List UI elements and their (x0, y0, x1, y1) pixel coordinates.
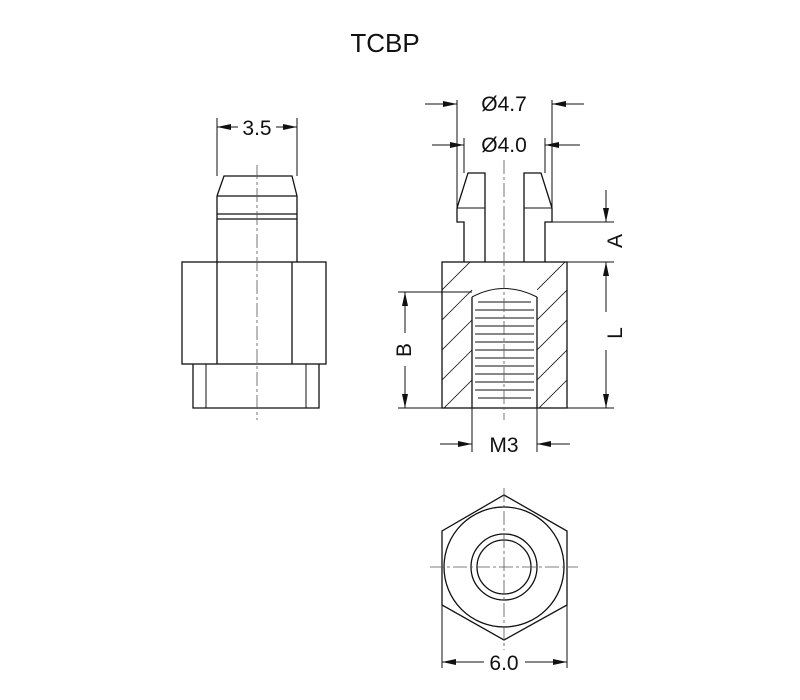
dimension-l-label: L (604, 327, 627, 339)
dimension-b: B (393, 291, 472, 409)
drawing-title: TCBP (350, 28, 419, 58)
dimension-a-label: A (604, 234, 627, 248)
thread-label: M3 (489, 434, 518, 457)
snap-width-label: 3.5 (242, 117, 271, 140)
hex-width-label: 6.0 (489, 652, 518, 675)
thread-dimension: M3 (440, 408, 570, 457)
end-view (430, 488, 578, 650)
outer-diameter-dimension: Ø4.7 (425, 93, 584, 208)
dimension-b-label: B (393, 343, 416, 357)
inner-diameter-dimension: Ø4.0 (432, 134, 580, 173)
hex-width-dimension: 6.0 (441, 605, 568, 675)
dimension-l: L (567, 262, 627, 409)
snap-width-dimension: 3.5 (216, 117, 298, 176)
dimension-a: A (552, 190, 627, 280)
outer-diameter-label: Ø4.7 (481, 93, 527, 116)
side-view (181, 165, 327, 420)
section-view (441, 160, 568, 420)
inner-diameter-label: Ø4.0 (481, 134, 527, 157)
